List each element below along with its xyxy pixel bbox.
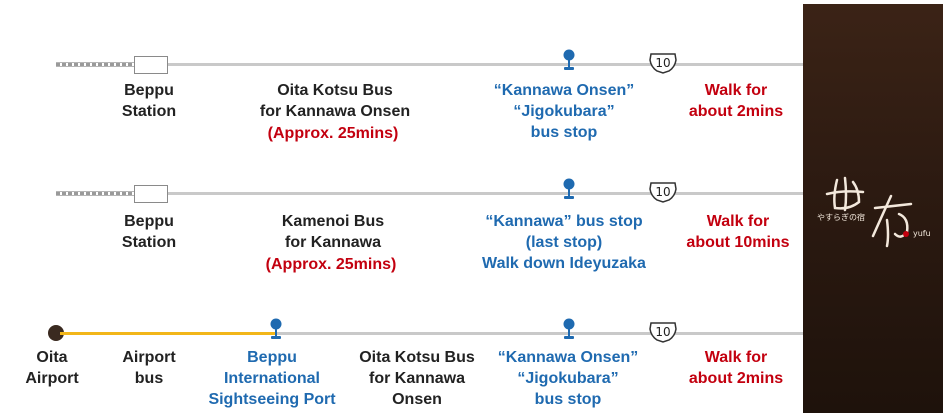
yufu-logo-mark-icon	[825, 176, 913, 248]
bus-stop-label: “Kannawa Onsen”“Jigokubara”bus stop	[497, 349, 639, 408]
logo-roman: yufu	[913, 229, 931, 238]
railway-track	[56, 191, 138, 196]
airport-bus-line	[60, 332, 276, 335]
route-line	[166, 192, 806, 195]
svg-text:10: 10	[655, 56, 670, 70]
yufu-logo: やすらぎの宿 yufu	[815, 174, 931, 254]
railway-track	[56, 62, 138, 67]
destination-panel: やすらぎの宿 yufu	[803, 4, 943, 413]
station-box-icon	[134, 185, 168, 203]
bus-stop-pin-icon	[563, 49, 575, 70]
origin-dot-icon	[48, 325, 64, 341]
bus-stop-pin-icon	[563, 178, 575, 199]
bus-stop-label: “Kannawa Onsen”“Jigokubara”bus stop	[493, 82, 635, 141]
bus-stop-label: “Kannawa” bus stop(last stop)Walk down I…	[482, 213, 646, 272]
route-10-sign-icon: 10	[649, 53, 677, 74]
station-box-icon	[134, 56, 168, 74]
svg-text:10: 10	[655, 185, 670, 199]
bus-stop-pin-icon	[270, 318, 282, 339]
svg-text:10: 10	[655, 325, 670, 339]
route-line	[276, 332, 806, 335]
route-10-sign-icon: 10	[649, 322, 677, 343]
bus-stop-pin-icon	[563, 318, 575, 339]
logo-subtitle: やすらぎの宿	[817, 213, 865, 222]
duration-label: (Approx. 25mins)	[267, 125, 399, 142]
route-10-sign-icon: 10	[649, 182, 677, 203]
route-line	[166, 63, 806, 66]
duration-label: (Approx. 25mins)	[265, 256, 397, 273]
